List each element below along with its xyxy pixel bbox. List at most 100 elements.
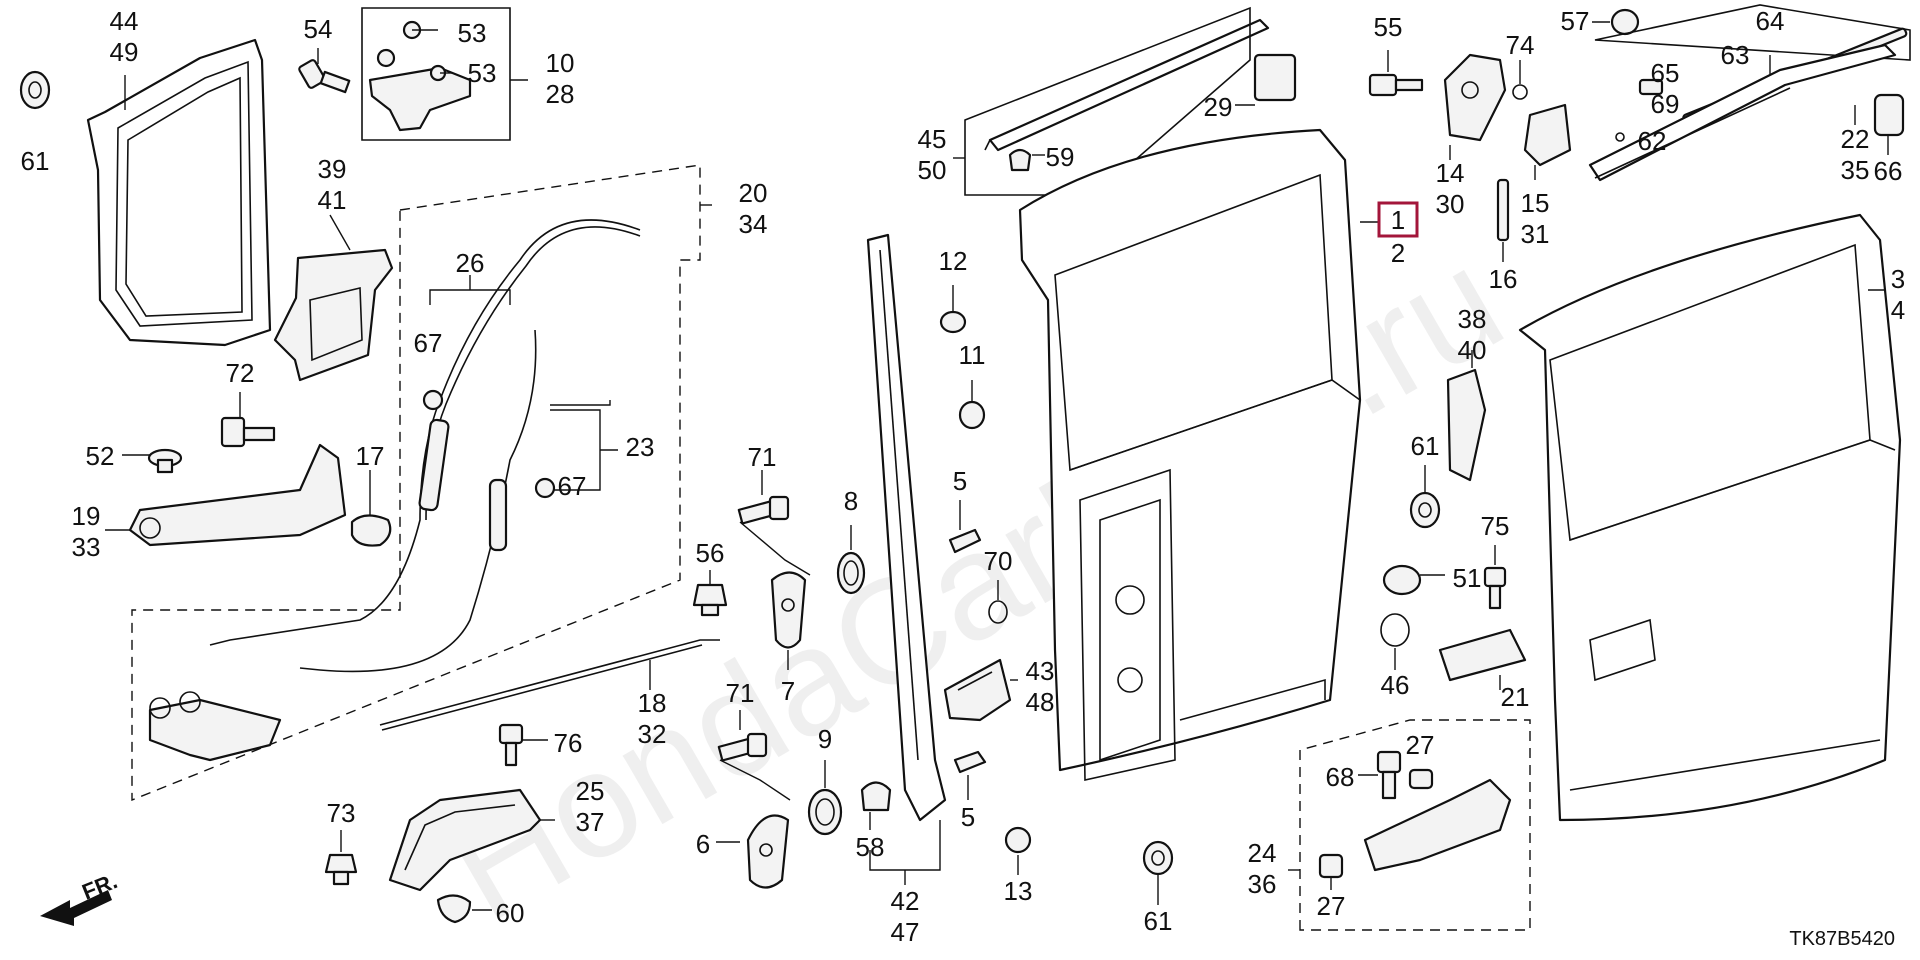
clip-part[interactable] [350,514,392,547]
callout-number: 3 [1891,264,1905,294]
bolt-part[interactable] [498,723,524,767]
callout-61: 61 [1144,906,1173,936]
nut-part[interactable] [692,583,728,617]
nut-part[interactable] [939,310,967,334]
stopper-part[interactable] [1408,768,1434,790]
bracket-part[interactable] [1438,628,1527,682]
shaft-part[interactable] [1496,178,1510,242]
connector-part[interactable] [1253,53,1297,102]
callout-number: 73 [327,798,356,828]
grommet-part[interactable] [19,70,51,110]
latch-mechanism-part[interactable] [148,691,282,762]
callout-number: 76 [554,728,583,758]
door-seal-part[interactable] [86,38,272,347]
door-latch-part[interactable] [943,658,1012,722]
bolt-part[interactable] [1368,73,1424,97]
nut-part[interactable] [147,448,183,474]
callout-67: 67 [558,471,587,501]
callout-26: 26 [456,248,485,278]
sliding-door-panel-part[interactable] [1518,213,1902,822]
callout-number: 55 [1374,12,1403,42]
seal-ring-part[interactable] [988,600,1008,624]
callout-12: 12 [939,246,968,276]
callout-number: 13 [1004,876,1033,906]
callout-number: 23 [626,432,655,462]
hinge-bracket-part[interactable] [368,20,472,132]
pin-part[interactable] [953,750,987,774]
seal-ring-part[interactable] [1380,613,1410,647]
washer-part[interactable] [1512,84,1528,100]
callout-number: 11 [959,340,986,370]
nut-part[interactable] [958,400,986,430]
callout-number: 61 [21,146,50,176]
callout-number: 49 [110,37,139,67]
bolt-part[interactable] [737,495,790,525]
clip-part[interactable] [1008,148,1032,172]
nut-part[interactable] [1610,8,1640,36]
grommet-part[interactable] [1409,491,1441,529]
roller-part[interactable] [1523,103,1572,167]
pin-part[interactable] [948,528,982,554]
diagram-code: TK87B5420 [1789,928,1895,950]
sliding-door-panel-part[interactable] [1018,128,1362,781]
plug-part[interactable] [807,788,843,836]
stopper-part[interactable] [1318,853,1344,879]
bolt-part[interactable] [1483,566,1507,610]
clip-part[interactable] [324,853,358,886]
callout-number: 28 [546,79,575,109]
callout-number: 71 [726,678,755,708]
striker-plate-part[interactable] [770,571,807,649]
bolt-part[interactable] [717,732,768,762]
callout-number: 64 [1756,6,1785,36]
callout-8: 8 [844,486,858,516]
callout-number: 6 [696,829,710,859]
callout-5: 5 [961,802,975,832]
hinge-part[interactable] [1363,778,1512,872]
bumper-part[interactable] [1382,564,1422,596]
weatherstrip-part[interactable] [866,233,947,822]
callout-number: 53 [458,18,487,48]
hinge-arm-part[interactable] [128,443,347,547]
callout-number: 52 [86,441,115,471]
striker-plate-part[interactable] [746,814,790,889]
callout-number: 58 [856,832,885,862]
bolt-part[interactable] [298,59,351,94]
callout-number: 57 [1561,6,1590,36]
upper-rail-part[interactable] [1588,43,1897,182]
callout-67: 67 [414,328,443,358]
bolt-part[interactable] [220,416,276,448]
callout-5: 5 [953,466,967,496]
stopper-part[interactable] [1873,93,1905,137]
bolt-part[interactable] [1376,750,1402,800]
grommet-part[interactable] [1142,840,1174,876]
callout-number: 61 [1411,431,1440,461]
callout-number: 70 [984,546,1013,576]
callout-number: 34 [739,209,768,239]
handle-bracket-part[interactable] [273,248,394,382]
nut-part[interactable] [1004,826,1032,854]
callout-53: 53 [468,58,497,88]
upper-rail-part[interactable] [984,18,1270,152]
callout-number: 37 [576,807,605,837]
clip-part[interactable] [436,894,472,924]
callout-number: 50 [918,155,947,185]
clip-part[interactable] [860,781,892,812]
callout-number: 42 [891,886,920,916]
callout-73: 73 [327,798,356,828]
callout-61: 61 [1411,431,1440,461]
clip-part[interactable] [1638,78,1664,96]
door-guide-part[interactable] [1446,368,1487,482]
callout-number: 40 [1458,335,1487,365]
roller-bracket-part[interactable] [1443,53,1507,142]
plug-part[interactable] [836,551,866,595]
